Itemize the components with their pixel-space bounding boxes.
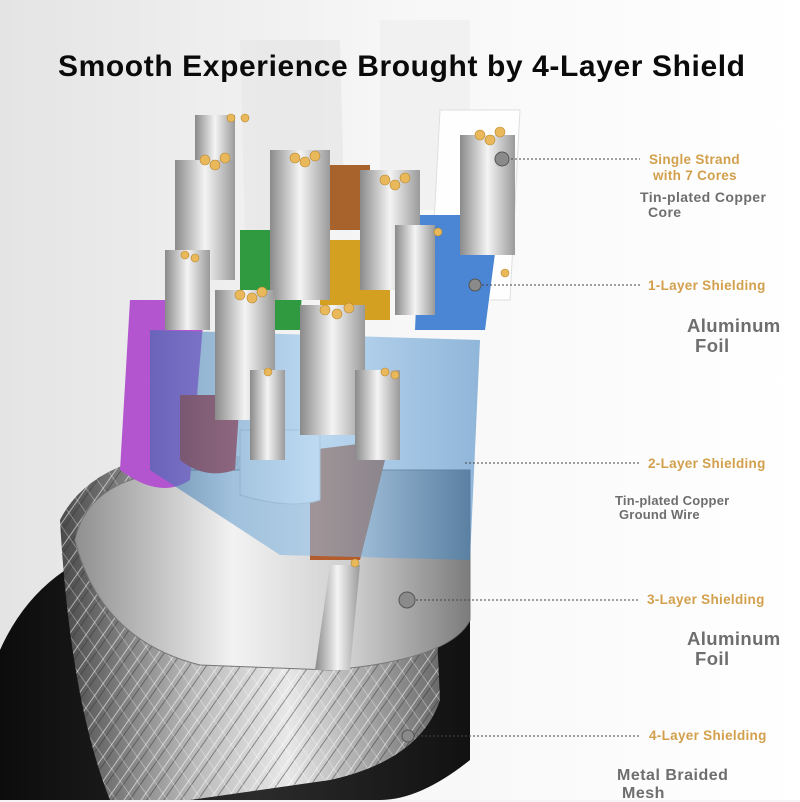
page-title: Smooth Experience Brought by 4-Layer Shi… (58, 50, 746, 83)
layer3-description: Aluminum Foil (687, 628, 781, 670)
layer2-description-line2: Ground Wire (619, 507, 700, 523)
layer3-description-line2: Foil (695, 648, 730, 670)
callout-layer1: 1-Layer Shielding (648, 278, 766, 293)
marker-dot-layer1 (468, 278, 482, 292)
marker-dot-layer4 (401, 729, 415, 743)
callout-core-title-line1: Single Strand (649, 152, 740, 167)
callout-layer2: 2-Layer Shielding (648, 456, 766, 471)
layer1-description: Aluminum Foil (687, 315, 781, 357)
core-description: Tin-plated Copper Core (640, 189, 767, 221)
layer1-description-line2: Foil (695, 335, 730, 357)
callout-core-title: Single Strand with 7 Cores (649, 152, 740, 183)
layer4-description-line1: Metal Braided (617, 767, 729, 784)
callout-core-title-line2: with 7 Cores (653, 167, 737, 183)
layer1-description-line1: Aluminum (687, 315, 781, 336)
layer4-description-line2: Mesh (622, 784, 665, 802)
callout-leader-lines (408, 158, 640, 737)
marker-dots (398, 151, 510, 743)
marker-dot-core (494, 151, 510, 167)
callout-layer3: 3-Layer Shielding (647, 592, 765, 607)
layer4-description: Metal Braided Mesh (617, 767, 728, 802)
gold-strand-ends (180, 113, 510, 568)
core-description-line1: Tin-plated Copper (640, 189, 767, 205)
marker-dot-layer3 (398, 591, 416, 609)
layer3-description-line1: Aluminum (687, 628, 781, 649)
layer2-description: Tin-plated Copper Ground Wire (615, 493, 730, 523)
callout-layer4: 4-Layer Shielding (649, 728, 767, 743)
layer2-description-line1: Tin-plated Copper (615, 493, 730, 508)
core-description-line2: Core (648, 204, 682, 221)
